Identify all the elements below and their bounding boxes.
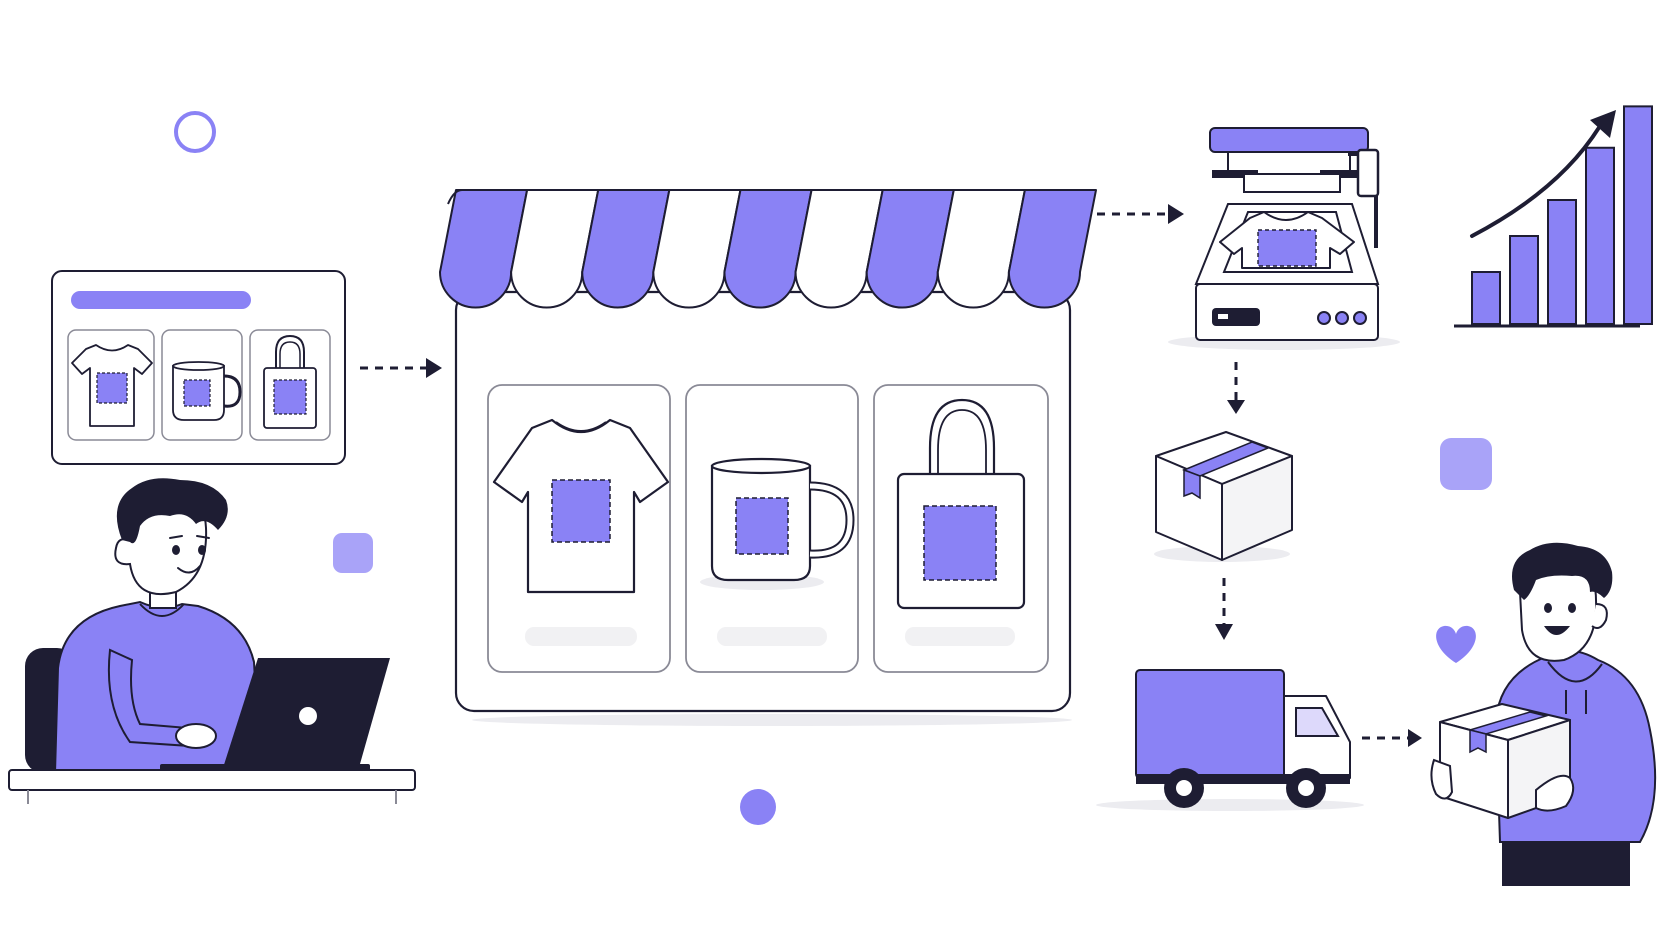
growth-bar bbox=[1472, 272, 1500, 324]
truck-cargo bbox=[1136, 670, 1284, 778]
print-area bbox=[552, 480, 610, 542]
designer-at-laptop bbox=[9, 478, 415, 804]
catalog-tshirt-icon bbox=[72, 345, 152, 426]
store-awning bbox=[440, 190, 1096, 308]
store-product-tote bbox=[874, 385, 1048, 672]
arrow-print-to-box bbox=[1227, 362, 1245, 414]
arrow-truck-to-customer bbox=[1362, 729, 1422, 747]
heart-icon bbox=[1436, 625, 1476, 663]
product-label-placeholder bbox=[525, 627, 637, 646]
truck-window bbox=[1296, 708, 1338, 736]
product-label-placeholder bbox=[717, 627, 827, 646]
arrow-store-to-print bbox=[1082, 204, 1184, 224]
online-storefront bbox=[440, 190, 1096, 726]
awning-stripe bbox=[582, 190, 669, 308]
arrow-design-to-store bbox=[360, 358, 442, 378]
growth-bar bbox=[1548, 200, 1576, 324]
awning-stripe bbox=[653, 190, 740, 308]
desk bbox=[9, 770, 415, 790]
designer-head bbox=[115, 478, 228, 594]
growth-chart-icon bbox=[1454, 106, 1652, 326]
delivery-truck bbox=[1096, 670, 1364, 811]
awning-stripe bbox=[724, 190, 811, 308]
awning-stripe bbox=[511, 190, 598, 308]
catalog-mug-icon bbox=[173, 362, 240, 420]
customer-legs bbox=[1502, 840, 1630, 886]
catalog-tote-icon bbox=[264, 336, 316, 428]
printer-display bbox=[1212, 308, 1260, 326]
decor-dot bbox=[740, 789, 776, 825]
printer-button-icon bbox=[1354, 312, 1366, 324]
store-product-mug bbox=[686, 385, 858, 672]
growth-bar bbox=[1624, 106, 1652, 324]
designer-sweater bbox=[55, 602, 260, 773]
awning-stripe bbox=[1009, 190, 1096, 308]
growth-bar bbox=[1510, 236, 1538, 324]
print-area bbox=[736, 498, 788, 554]
print-area bbox=[924, 506, 996, 580]
product-catalog-card bbox=[52, 271, 345, 464]
arrow-box-to-truck bbox=[1215, 578, 1233, 640]
awning-stripe bbox=[938, 190, 1025, 308]
customer-held-box bbox=[1440, 704, 1570, 818]
decor-square-right bbox=[1440, 438, 1492, 490]
laptop-logo-icon bbox=[299, 707, 317, 725]
decor-ring bbox=[176, 113, 214, 151]
awning-stripe bbox=[440, 190, 527, 308]
customer-head bbox=[1512, 542, 1613, 661]
happy-customer bbox=[1431, 542, 1655, 886]
growth-bar bbox=[1586, 148, 1614, 324]
catalog-header-bar bbox=[71, 291, 251, 309]
shipping-box bbox=[1154, 432, 1292, 562]
printer-button-icon bbox=[1336, 312, 1348, 324]
product-label-placeholder bbox=[905, 627, 1015, 646]
awning-stripe bbox=[796, 190, 883, 308]
store-product-tshirt bbox=[488, 385, 670, 672]
decor-square-left bbox=[333, 533, 373, 573]
heat-press-printer bbox=[1168, 128, 1400, 350]
awning-stripe bbox=[867, 190, 954, 308]
printer-button-icon bbox=[1318, 312, 1330, 324]
